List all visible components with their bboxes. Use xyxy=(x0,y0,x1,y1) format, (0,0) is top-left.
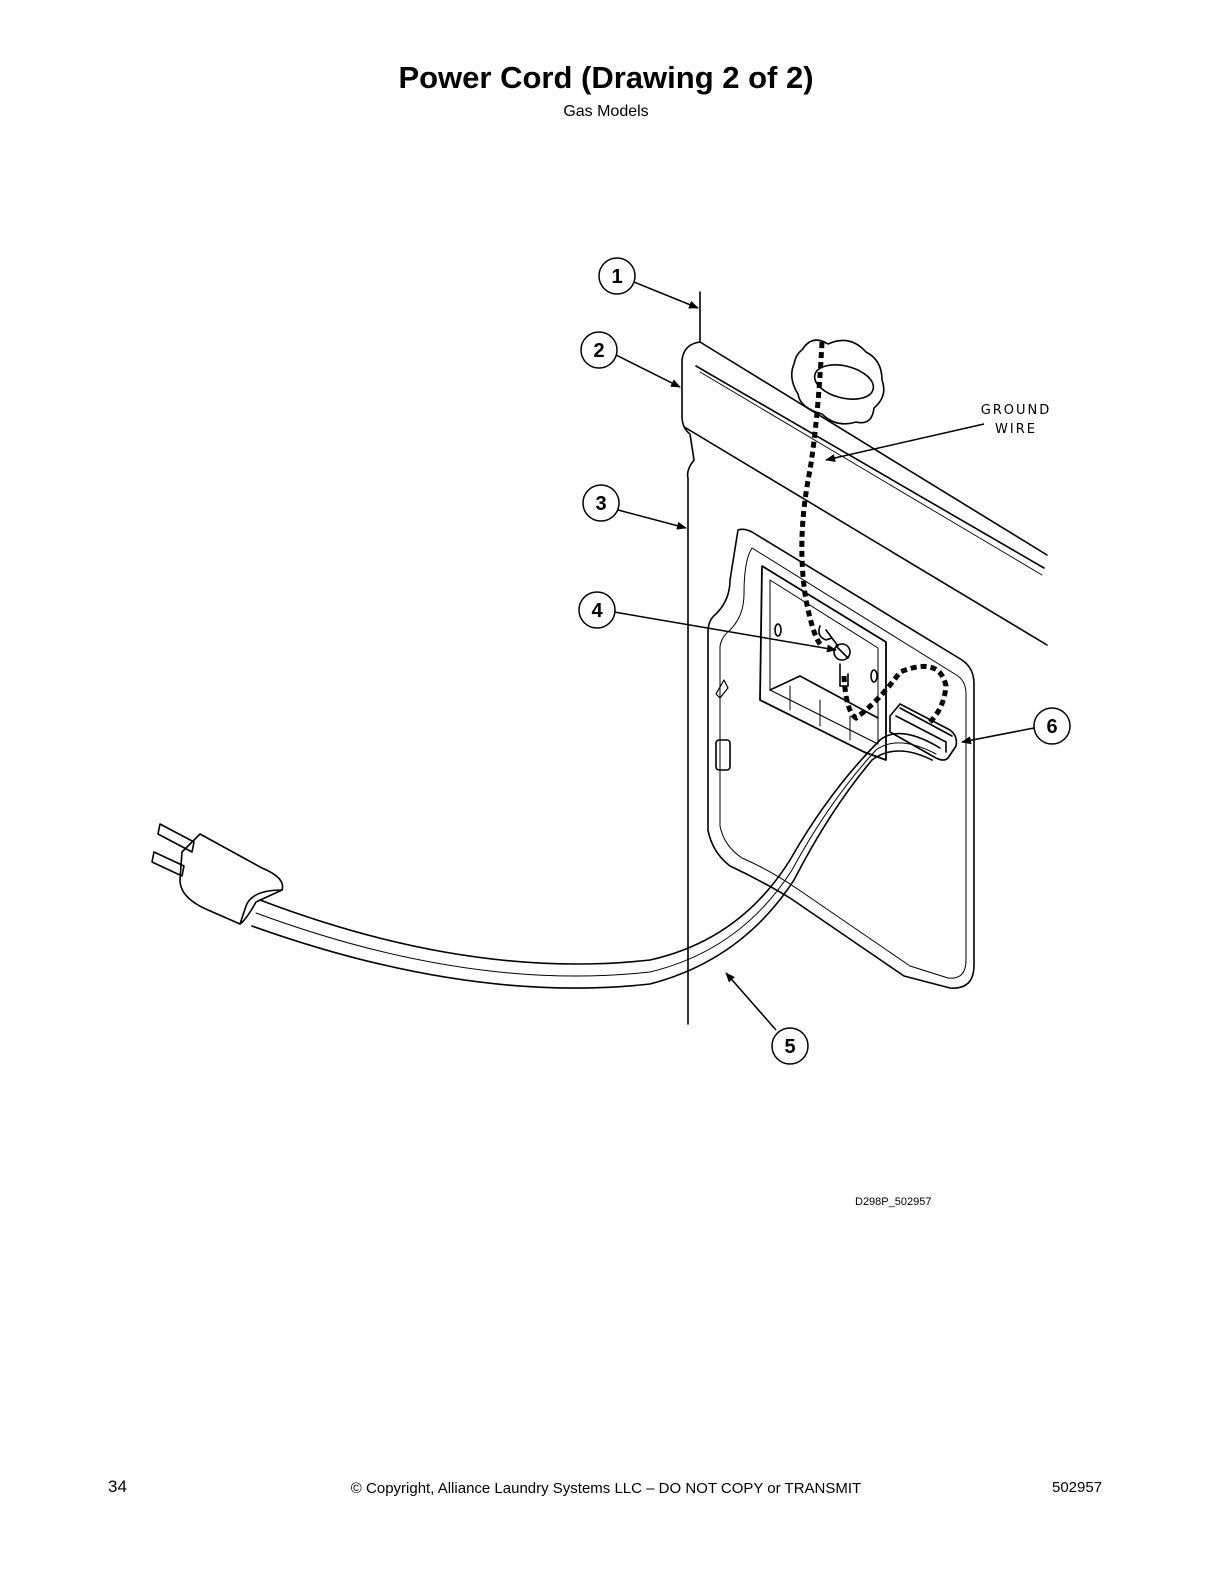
callout-6-label: 6 xyxy=(1046,716,1057,738)
rear-panel-top xyxy=(681,341,701,1025)
callout-1: 1 xyxy=(598,257,636,295)
callout-leader-6 xyxy=(961,727,1035,745)
copyright-notice: © Copyright, Alliance Laundry Systems LL… xyxy=(350,1480,862,1497)
callout-6: 6 xyxy=(1033,707,1071,745)
callout-2-label: 2 xyxy=(593,340,604,362)
page-title: Power Cord (Drawing 2 of 2) xyxy=(398,60,814,95)
page-subtitle: Gas Models xyxy=(563,103,649,120)
callout-5-label: 5 xyxy=(784,1036,795,1058)
callout-4-label: 4 xyxy=(591,600,603,622)
callout-5: 5 xyxy=(771,1027,809,1065)
ground-wire xyxy=(799,341,949,724)
access-panel xyxy=(707,528,975,989)
knockout-cap xyxy=(790,339,885,425)
callout-1-label: 1 xyxy=(611,266,622,288)
page-number: 34 xyxy=(108,1477,127,1496)
strain-relief xyxy=(889,703,958,761)
access-opening xyxy=(759,565,887,761)
callout-3-label: 3 xyxy=(595,493,606,515)
callout-4: 4 xyxy=(578,591,616,629)
callout-2: 2 xyxy=(580,331,618,369)
callout-leader-2 xyxy=(615,354,681,388)
document-number: 502957 xyxy=(1052,1479,1103,1496)
callout-leader-1 xyxy=(633,281,699,309)
callout-leader-4 xyxy=(613,611,837,653)
ground-wire-leader xyxy=(825,423,985,462)
callout-leader-3 xyxy=(617,509,687,530)
ground-wire-label-line2: WIRE xyxy=(995,422,1037,437)
ground-wire-label-line1: GROUND xyxy=(981,403,1052,418)
drawing-id: D298P_502957 xyxy=(855,1196,932,1208)
power-plug xyxy=(179,833,284,925)
power-cord xyxy=(259,732,941,965)
callout-leader-5 xyxy=(725,972,777,1031)
callout-3: 3 xyxy=(582,484,620,522)
